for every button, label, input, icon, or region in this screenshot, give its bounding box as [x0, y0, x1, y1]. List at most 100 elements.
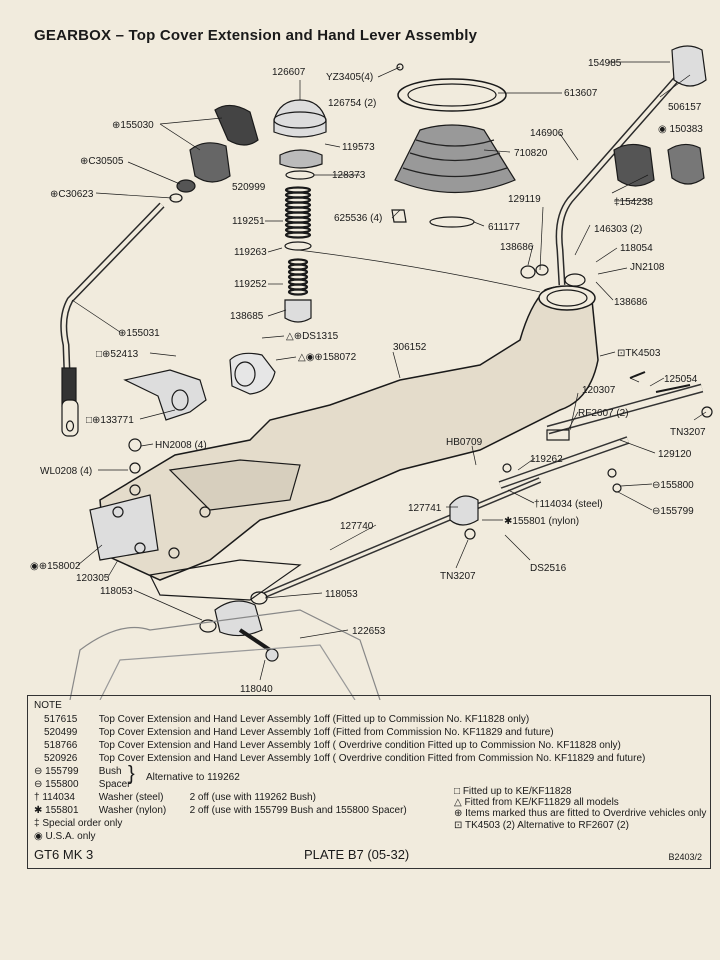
callout-155799: ⊖155799: [652, 506, 694, 517]
callout-119573: 119573: [342, 142, 375, 153]
notes-header: NOTE: [34, 700, 62, 711]
spring-coil: [284, 231, 312, 239]
callout-520999: 520999: [232, 182, 266, 193]
special-order-note: ‡ Special order only: [34, 818, 123, 829]
callout-119263: 119263: [234, 247, 267, 258]
usa-only-note: ◉ U.S.A. only: [34, 831, 96, 842]
callout-129120: 129120: [658, 449, 692, 460]
callout-158072: △◉⊕158072: [298, 352, 357, 363]
callout-127740: 127740: [340, 521, 374, 532]
assembly-row: 517615 Top Cover Extension and Hand Leve…: [44, 714, 529, 725]
callout-625536: 625536 (4): [334, 213, 382, 224]
callout-120305: 120305: [76, 573, 110, 584]
legend-item: □ Fitted up to KE/KF11828: [454, 786, 572, 797]
callout-138686a: 138686: [500, 242, 534, 253]
model-label: GT6 MK 3: [34, 847, 94, 862]
bush-row: ⊖ 155799 Bush: [34, 766, 122, 777]
callout-126607: 126607: [272, 67, 306, 78]
callout-138686b: 138686: [614, 297, 648, 308]
callout-118054: 118054: [620, 243, 653, 254]
legend-item: ⊕ Items marked thus are fitted to Overdr…: [454, 808, 707, 819]
callout-150383: ◉ 150383: [658, 124, 703, 135]
washer-part-number: ✱ 155801: [34, 805, 79, 816]
callout-119262: 119262: [530, 454, 563, 465]
callout-c30505: ⊕C30505: [80, 156, 124, 167]
callout-jn2108: JN2108: [630, 262, 665, 273]
callout-ds1315: △⊕DS1315: [286, 331, 339, 342]
assembly-row: 520926 Top Cover Extension and Hand Leve…: [44, 753, 645, 764]
callout-119251: 119251: [232, 216, 265, 227]
assembly-row: 518766 Top Cover Extension and Hand Leve…: [44, 740, 621, 751]
callout-120307: 120307: [582, 385, 616, 396]
callout-125054: 125054: [664, 374, 698, 385]
brace-icon: }: [128, 763, 135, 785]
washer-row: † 114034 Washer (steel) 2 off (use with …: [34, 792, 316, 803]
washer-label: Washer (steel): [98, 792, 164, 803]
alternative-note: Alternative to 119262: [146, 772, 240, 783]
callout-155800: ⊖155800: [652, 480, 694, 491]
callout-138685: 138685: [230, 311, 264, 322]
callout-118053a: 118053: [100, 586, 133, 597]
callout-118040: 118040: [240, 684, 273, 695]
assembly-description: Top Cover Extension and Hand Lever Assem…: [98, 740, 621, 751]
callout-114034: †114034 (steel): [534, 499, 603, 510]
spacer-label: Spacer: [98, 779, 131, 790]
legend-item: ⊡ TK4503 (2) Alternative to RF2607 (2): [454, 820, 629, 831]
callout-611177: 611177: [488, 222, 520, 233]
callout-306152: 306152: [393, 342, 427, 353]
callout-155030: ⊕155030: [112, 120, 154, 131]
callout-613607: 613607: [564, 88, 598, 99]
spring-coil: [287, 288, 309, 296]
page-title: GEARBOX – Top Cover Extension and Hand L…: [34, 27, 478, 44]
legend-item: △ Fitted from KE/KF11829 all models: [454, 797, 619, 808]
assembly-description: Top Cover Extension and Hand Lever Assem…: [98, 727, 554, 738]
callout-154238: ‡154238: [614, 197, 653, 208]
callout-hn2008: HN2008 (4): [155, 440, 207, 451]
callout-122653: 122653: [352, 626, 386, 637]
callout-128373: 128373: [332, 170, 366, 181]
washer-row: ✱ 155801 Washer (nylon) 2 off (use with …: [34, 805, 407, 816]
assembly-part-number: 520499: [44, 727, 78, 738]
callout-129119: 129119: [508, 194, 541, 205]
callout-158002: ◉⊕158002: [30, 561, 81, 572]
assembly-part-number: 518766: [44, 740, 78, 751]
callout-hb0709: HB0709: [446, 437, 483, 448]
exploded-parts-diagram: ⊕155030 ⊕C30505 ⊕C30623 126607 YZ3405(4)…: [30, 45, 713, 700]
assembly-row: 520499 Top Cover Extension and Hand Leve…: [44, 727, 554, 738]
assembly-description: Top Cover Extension and Hand Lever Assem…: [98, 714, 530, 725]
callout-119252: 119252: [234, 279, 267, 290]
callout-154985: 154985: [588, 58, 622, 69]
callout-133771: □⊕133771: [86, 415, 134, 426]
callout-52413: □⊕52413: [96, 349, 139, 360]
plate-number: PLATE B7 (05-32): [304, 847, 410, 862]
callout-155801: ✱155801 (nylon): [504, 516, 579, 527]
washer-note: 2 off (use with 119262 Bush): [189, 792, 316, 803]
assembly-description: Top Cover Extension and Hand Lever Assem…: [98, 753, 646, 764]
callout-tn3207a: TN3207: [670, 427, 706, 438]
callout-710820: 710820: [514, 148, 548, 159]
callout-yz3405: YZ3405(4): [326, 72, 373, 83]
assembly-part-number: 520926: [44, 753, 78, 764]
callout-506157: 506157: [668, 102, 702, 113]
callout-126754: 126754 (2): [328, 98, 376, 109]
callout-155031: ⊕155031: [118, 328, 160, 339]
callout-ds2516: DS2516: [530, 563, 567, 574]
bush-label: Bush: [98, 766, 122, 777]
callout-118053b: 118053: [325, 589, 358, 600]
callout-tn3207b: TN3207: [440, 571, 476, 582]
washer-note: 2 off (use with 155799 Bush and 155800 S…: [189, 805, 407, 816]
assembly-part-number: 517615: [44, 714, 78, 725]
notes-box: NOTE 517615 Top Cover Extension and Hand…: [27, 695, 711, 869]
callout-wl0208: WL0208 (4): [40, 466, 92, 477]
callout-c30623: ⊕C30623: [50, 189, 94, 200]
bush-part-number: ⊖ 155799: [34, 766, 79, 777]
callout-rf2607: RF2607 (2): [578, 408, 629, 419]
callout-127741: 127741: [408, 503, 442, 514]
callout-146906: 146906: [530, 128, 564, 139]
reference-code: B2403/2: [668, 852, 702, 862]
spacer-part-number: ⊖ 155800: [34, 779, 79, 790]
washer-part-number: † 114034: [34, 792, 75, 803]
callout-146303: 146303 (2): [594, 224, 642, 235]
callout-tk4503: ⊡TK4503: [617, 348, 661, 359]
